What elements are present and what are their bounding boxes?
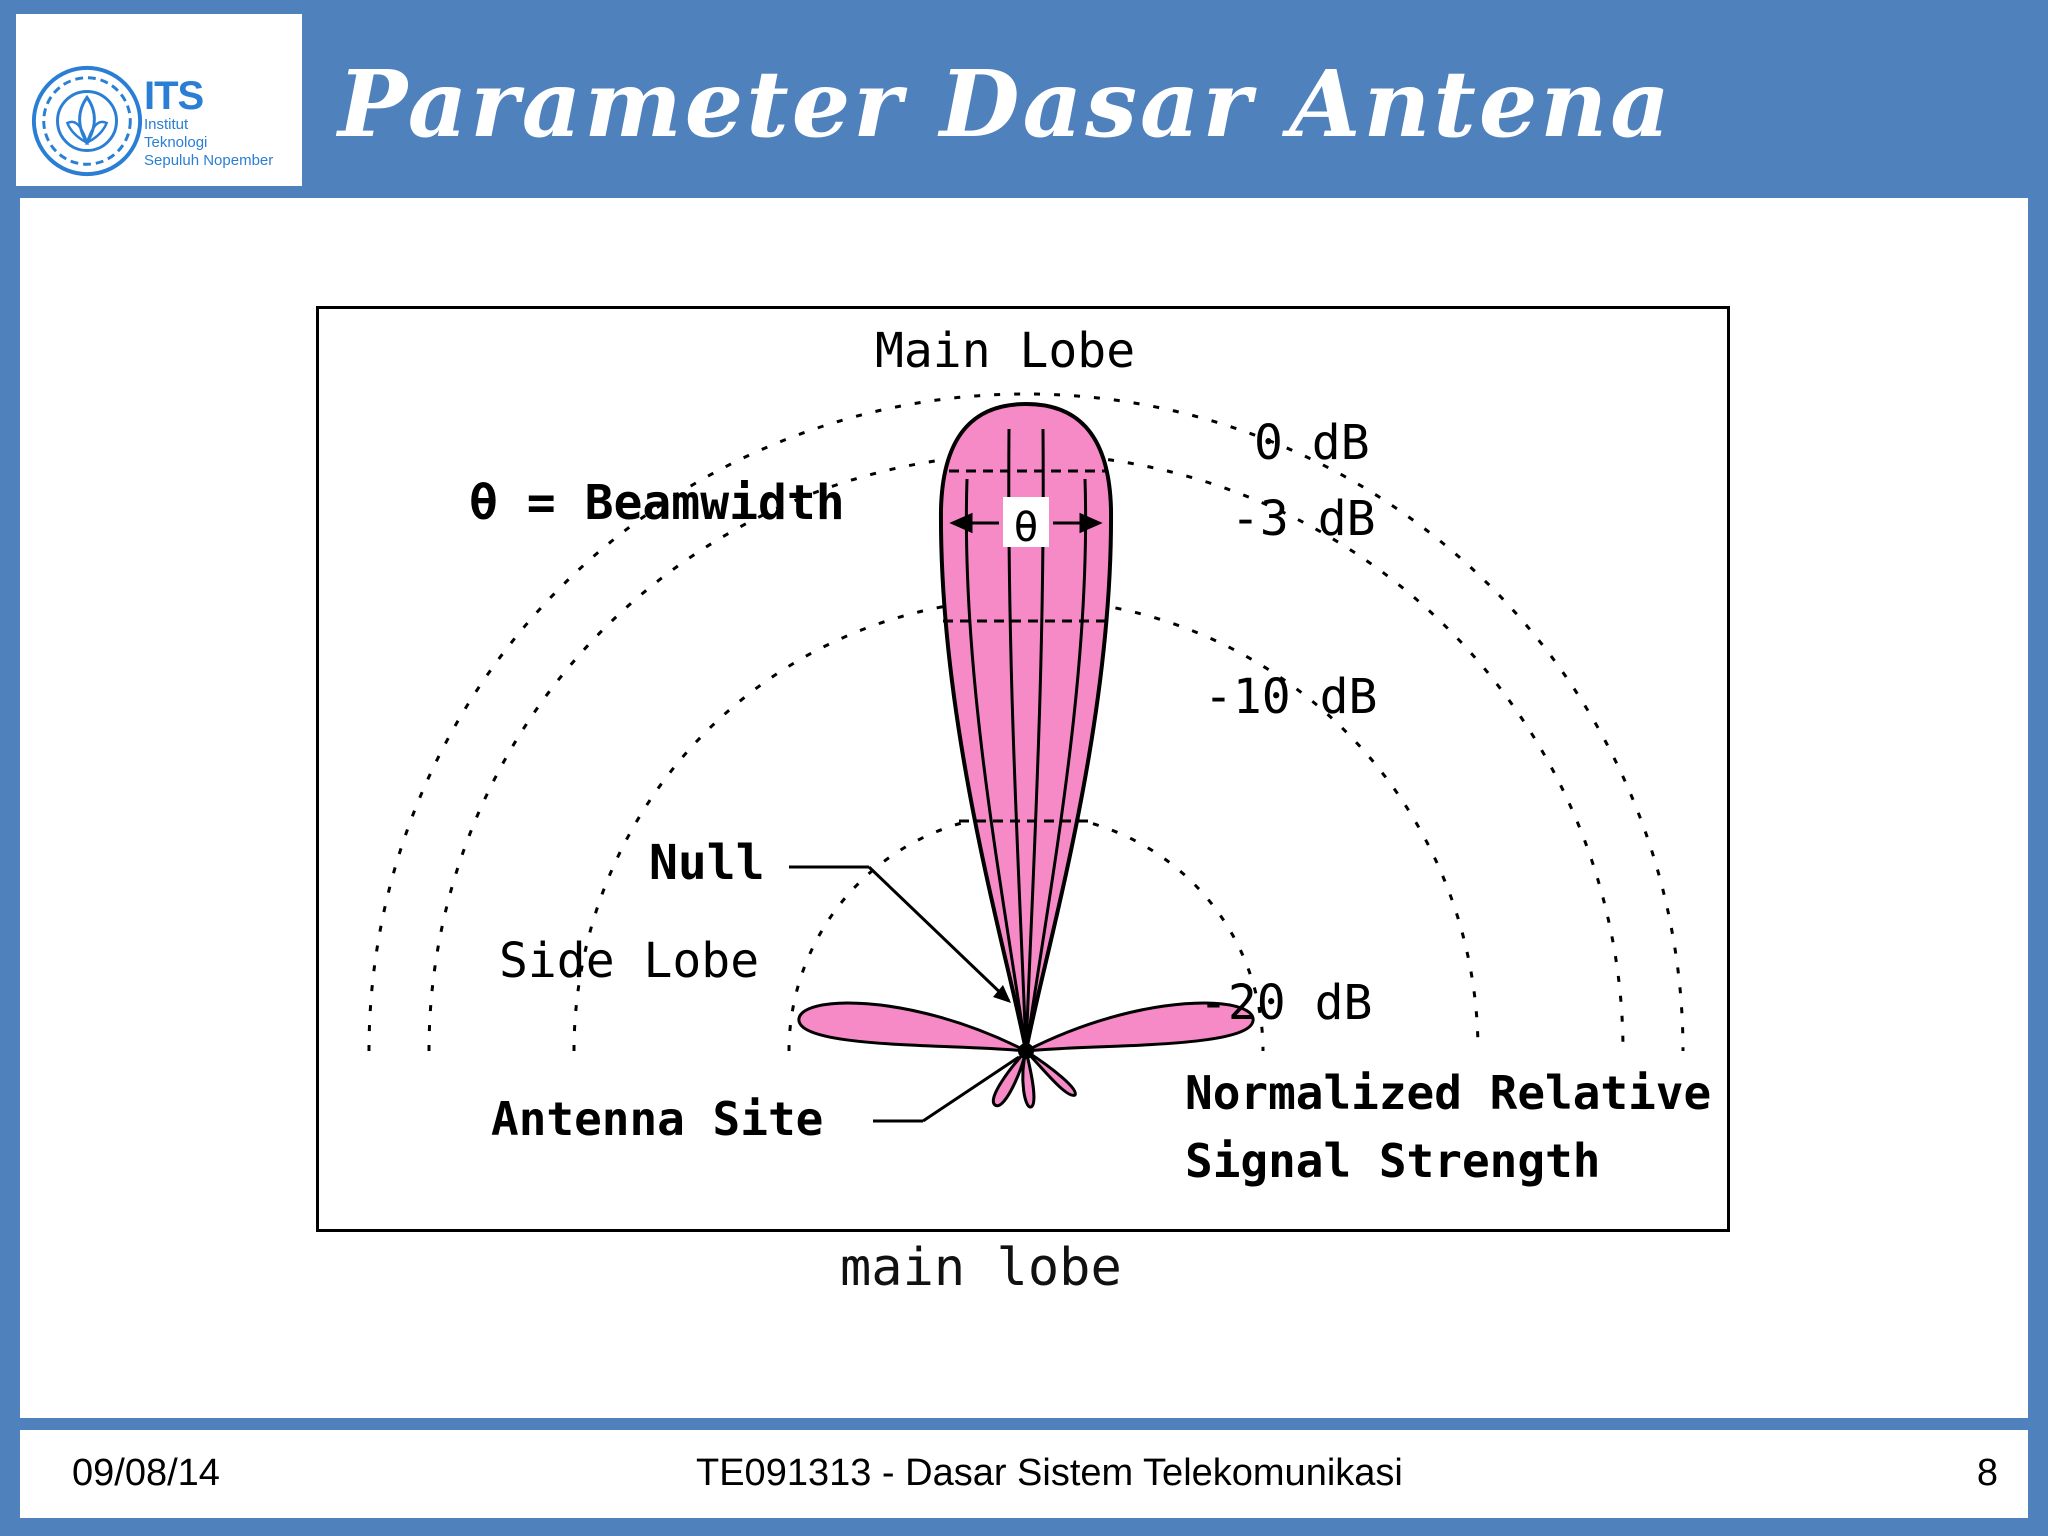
footer-date: 09/08/14 <box>72 1452 220 1494</box>
beamwidth-label: θ = Beamwidth <box>469 475 845 531</box>
its-logo: ITS Institut Teknologi Sepuluh Nopember <box>16 14 302 186</box>
main-lobe-label: Main Lobe <box>875 323 1135 379</box>
side-lobe-label: Side Lobe <box>499 933 759 989</box>
antenna-site-marker <box>1018 1043 1034 1059</box>
antenna-pointer <box>922 1055 1020 1123</box>
main-lobe <box>938 401 1114 1052</box>
db-20-label: -20 dB <box>1199 975 1372 1031</box>
logo-text: ITS Institut Teknologi Sepuluh Nopember <box>144 76 273 170</box>
null-pointer <box>867 865 1011 1003</box>
radiation-pattern-figure: θ Main Lobe θ = Beamwidth 0 dB -3 dB -10… <box>316 306 1730 1232</box>
db-10-label: -10 dB <box>1204 669 1377 725</box>
contour-10db <box>572 597 1480 1052</box>
logo-line-1: Institut <box>144 116 189 133</box>
footer-course: TE091313 - Dasar Sistem Telekomunikasi <box>696 1452 1403 1494</box>
db-0-label: 0 dB <box>1254 415 1370 471</box>
normalized-label-line2: Signal Strength <box>1185 1134 1600 1188</box>
slide-title: Parameter Dasar Antena <box>338 50 1673 158</box>
logo-line-3: Sepuluh Nopember <box>144 152 274 169</box>
antenna-site-label: Antenna Site <box>491 1092 823 1146</box>
theta-label: θ <box>1013 502 1038 551</box>
logo-abbr: ITS <box>144 74 204 118</box>
null-label: Null <box>649 835 765 891</box>
logo-line-2: Teknologi <box>144 134 208 151</box>
slide-content: θ Main Lobe θ = Beamwidth 0 dB -3 dB -10… <box>20 198 2028 1418</box>
side-lobes <box>797 1001 1255 1109</box>
figure-caption: main lobe <box>840 1238 1122 1298</box>
null-arrowhead <box>993 985 1011 1003</box>
normalized-label-line1: Normalized Relative <box>1185 1066 1711 1120</box>
radiation-pattern-svg: θ Main Lobe θ = Beamwidth 0 dB -3 dB -10… <box>367 323 1711 1188</box>
db-3-label: -3 dB <box>1231 491 1376 547</box>
back-lobe-3 <box>1024 1049 1077 1097</box>
footer-page-number: 8 <box>1976 1452 1998 1494</box>
back-lobe-2 <box>1021 1050 1036 1109</box>
slide-header: ITS Institut Teknologi Sepuluh Nopember … <box>0 0 2048 196</box>
its-seal-icon <box>31 65 143 177</box>
side-lobe-left <box>797 1001 1027 1053</box>
back-lobe-1 <box>991 1045 1029 1108</box>
slide-footer: 09/08/14 TE091313 - Dasar Sistem Telekom… <box>20 1430 2028 1518</box>
side-lobe-right <box>1025 1001 1255 1053</box>
